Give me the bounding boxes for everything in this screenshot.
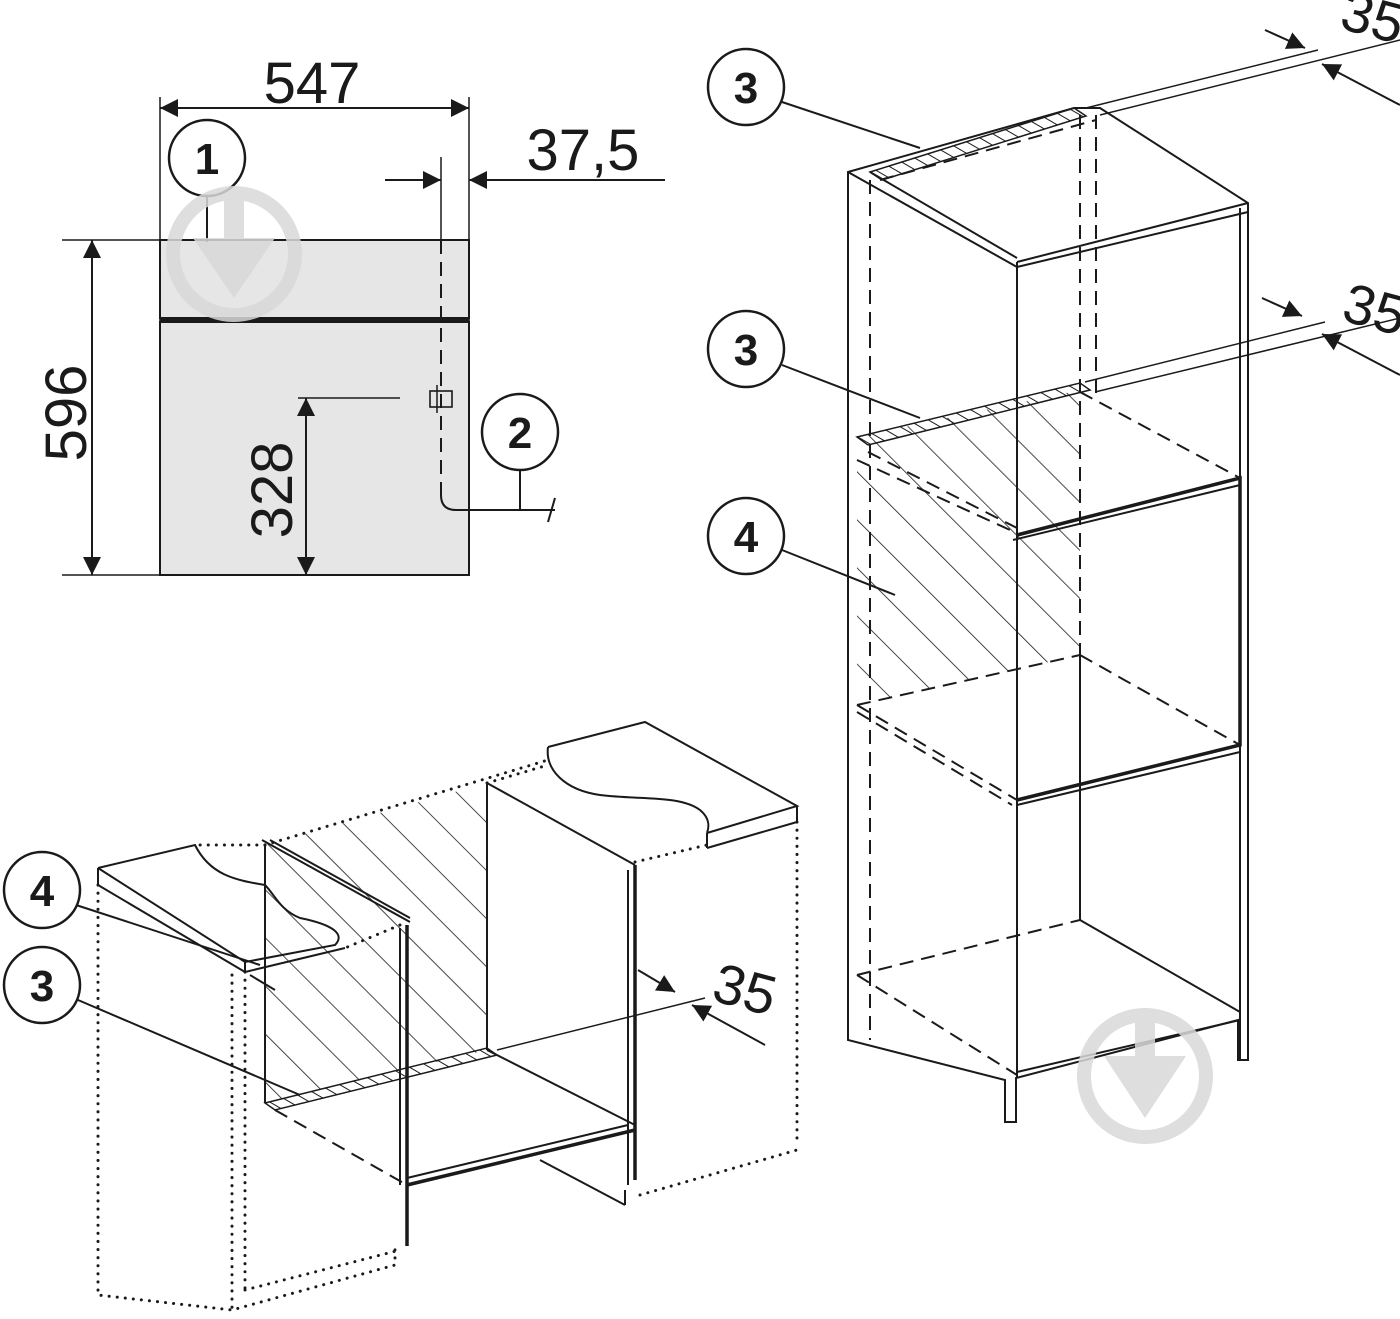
base-cabinet: 35 4 3 [2,720,800,1312]
callout-2: 2 [508,409,532,458]
callout-1: 1 [195,135,219,184]
dim-height-596: 596 [34,365,99,462]
dim-gap-base: 35 [707,951,783,1028]
dim-height-328: 328 [240,442,305,539]
callout-3-base: 3 [30,962,54,1011]
download-shield-icon [166,186,302,322]
ventilation-panel-hatch [857,390,1080,705]
dim-gap-tall-mid: 35 [1337,271,1400,348]
dim-gap-tall-top: 35 [1335,0,1400,56]
socket-symbol [429,390,453,408]
dim-offset-37-5: 37,5 [527,118,640,183]
download-shield-icon [1077,1008,1213,1144]
callout-3-tall-mid: 3 [734,326,758,375]
callout-4-tall: 4 [734,513,759,562]
callout-3-tall-top: 3 [734,64,758,113]
front-view: 547 37,5 596 328 1 2 [34,51,665,576]
base-ventilation-hatch [265,783,487,1103]
mid-vent-gap [855,382,1092,446]
dim-width-547: 547 [264,51,361,116]
tall-cabinet: 35 35 3 3 4 [706,0,1400,1144]
niche-lower-panel [159,321,470,576]
top-vent-gap [868,107,1088,181]
callout-4-base: 4 [30,867,55,916]
